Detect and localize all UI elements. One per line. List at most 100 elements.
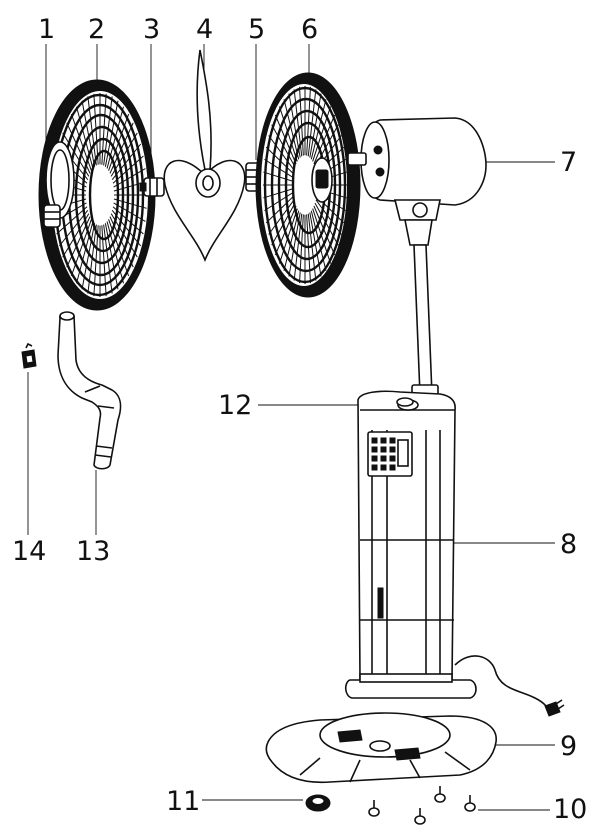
guard-spoke [62, 213, 90, 258]
screw [368, 800, 380, 817]
screw [434, 786, 446, 803]
guard-spoke [106, 221, 124, 284]
guard-spoke [283, 210, 300, 271]
guard-spoke [103, 224, 113, 294]
callout-6: 6 [301, 14, 318, 45]
guard-spoke [274, 205, 297, 256]
callout-9: 9 [560, 731, 577, 762]
guard-spoke [87, 224, 97, 294]
guard-spoke [278, 106, 298, 162]
guard-spoke [315, 199, 342, 235]
guard-spoke [106, 106, 124, 169]
spinner-nut [139, 177, 165, 197]
front-guard [255, 72, 361, 298]
control-button [389, 437, 396, 444]
guard-spoke [87, 96, 97, 166]
guard-spoke [81, 100, 96, 167]
callout-1: 1 [38, 14, 55, 45]
guard-spoke [62, 132, 90, 177]
guard-spoke [268, 135, 295, 171]
guard-spoke [307, 213, 317, 281]
guard-spoke [111, 209, 142, 247]
guard-spoke [312, 106, 332, 162]
guard-spoke [310, 99, 327, 160]
guard-spoke [313, 205, 336, 256]
guard-spoke [66, 122, 91, 174]
rear-guard [38, 79, 156, 311]
guard-spoke [109, 122, 134, 174]
guard-spoke [76, 106, 94, 169]
fan-body [344, 390, 565, 717]
control-button [389, 464, 396, 471]
guard-spoke [306, 214, 311, 284]
guard-spoke [93, 225, 99, 297]
callout-4: 4 [196, 14, 213, 45]
callout-12: 12 [218, 390, 252, 421]
guard-spoke [101, 93, 107, 165]
guard-spoke [310, 210, 327, 271]
motor-housing [347, 117, 487, 246]
guard-spoke [313, 114, 336, 165]
callout-2: 2 [88, 14, 105, 45]
guard-spoke [264, 192, 294, 212]
guard-spoke [103, 96, 113, 166]
guard-spoke [70, 113, 92, 171]
guard-spoke [314, 202, 339, 246]
guard-spoke [309, 93, 322, 158]
guard-spoke [309, 212, 322, 277]
control-button [371, 455, 378, 462]
guard-spoke [108, 219, 130, 277]
control-button [371, 437, 378, 444]
control-button [389, 455, 396, 462]
control-button [389, 446, 396, 453]
guard-spoke [307, 89, 317, 157]
height-adjust-knob [396, 397, 414, 407]
guard-spoke [66, 216, 91, 268]
guard-spoke [56, 206, 88, 235]
guard-spoke [76, 221, 94, 284]
guard-spoke [268, 199, 295, 235]
control-button [380, 455, 387, 462]
guard-spoke [113, 168, 146, 188]
guard-spoke [70, 219, 92, 277]
rear-guard-nut [43, 204, 61, 228]
guard-spoke [306, 86, 311, 156]
base-screws [368, 786, 476, 825]
guard-spoke [109, 216, 134, 268]
control-button [371, 446, 378, 453]
guard-spoke [111, 143, 142, 181]
guard-spoke [299, 214, 304, 284]
flexible-hose [57, 311, 122, 470]
guard-spoke [101, 225, 107, 297]
guard-spoke [265, 146, 294, 174]
screw [464, 795, 476, 812]
guard-spoke [271, 202, 296, 246]
callout-5: 5 [248, 14, 265, 45]
control-button [371, 464, 378, 471]
guard-spoke [264, 158, 294, 178]
guard-spoke [112, 155, 144, 184]
guard-spoke [283, 99, 300, 160]
control-button [380, 437, 387, 444]
guard-spoke [299, 86, 304, 156]
control-button [380, 446, 387, 453]
extension-pole [411, 244, 439, 400]
guard-spoke [288, 93, 301, 158]
guard-spoke [110, 213, 138, 258]
guard-spoke [312, 208, 332, 264]
guard-spoke [263, 188, 293, 199]
control-button [380, 464, 387, 471]
callout-3: 3 [143, 14, 160, 45]
hose-clip [21, 342, 37, 369]
guard-spoke [278, 208, 298, 264]
callout-14: 14 [12, 536, 46, 567]
callout-10: 10 [553, 794, 587, 825]
guard-spoke [293, 89, 303, 157]
fan-blade [163, 49, 246, 263]
callout-7: 7 [560, 147, 577, 178]
guard-spoke [93, 93, 99, 165]
guard-spoke [58, 209, 89, 247]
guard-spoke [263, 171, 293, 182]
guard-spoke [81, 223, 96, 290]
